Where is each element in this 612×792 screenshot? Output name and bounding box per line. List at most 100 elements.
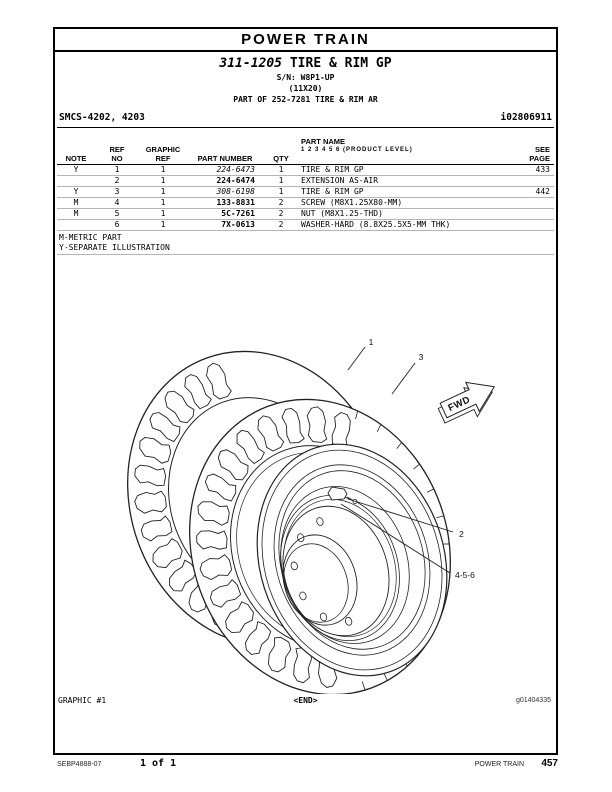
tread-lug (134, 462, 166, 488)
tread-edge-tick (377, 424, 381, 431)
callout-3: 3 (419, 352, 424, 362)
cell-ref-no: 5 (114, 209, 120, 218)
col-note: NOTE (65, 153, 87, 163)
rim-barrel-ring (261, 470, 429, 661)
bolt-hole (319, 612, 327, 622)
callout-1: 1 (369, 337, 374, 347)
tread-lug (208, 579, 243, 610)
cell-qty: 2 (278, 209, 284, 218)
cell-part-number: 5C-7261 (221, 209, 255, 218)
cell-qty: 1 (278, 187, 284, 196)
tread-lug (264, 634, 294, 675)
leader-3 (391, 362, 416, 395)
parts-table: NOTE REF NO GRAPHIC REF PART NUMBER QTY … (57, 127, 554, 231)
cell-note: M (73, 209, 79, 218)
air-extension-detail (327, 486, 358, 504)
tire-size: (11X20) (288, 84, 323, 93)
note-separate-illustration: Y-SEPARATE ILLUSTRATION (59, 242, 170, 252)
hub-dish (267, 492, 406, 649)
tread-lug (198, 554, 233, 581)
tire-rim-illustration: 1 3 2 4-5-6 FWD (55, 337, 496, 694)
tread-lug (161, 386, 197, 427)
smcs-row: SMCS-4202, 4203 i02806911 (55, 112, 556, 123)
tread-edge-tick (427, 489, 434, 492)
section-title: POWER TRAIN (241, 31, 370, 48)
tread-lug (214, 444, 250, 484)
cell-graphic-ref: 1 (160, 187, 166, 196)
part-name-label: PART NAME (301, 136, 346, 146)
col-qty: QTY (273, 153, 289, 163)
tread-lug (165, 558, 199, 595)
doc-id: i02806911 (500, 112, 552, 123)
cell-graphic-ref: 1 (160, 165, 166, 174)
cell-qty: 2 (278, 198, 284, 207)
col-graphic-ref: GRAPHIC REF (145, 145, 181, 163)
hub-bore (274, 535, 358, 630)
smcs-code: SMCS-4202, 4203 (59, 112, 145, 123)
cell-ref-no: 2 (114, 176, 120, 185)
footer-page-count: 1 of 1 (140, 758, 177, 769)
tread-lug (203, 470, 238, 504)
cell-graphic-ref: 1 (160, 209, 166, 218)
cell-see-page: 433 (535, 165, 550, 174)
cell-note: Y (73, 165, 79, 174)
leader-2 (347, 498, 454, 533)
cell-part-name: EXTENSION AS-AIR (301, 176, 379, 185)
tread-lug (233, 426, 266, 466)
title-block: 311-1205 TIRE & RIM GP S/N: W8P1-UP (11X… (55, 56, 556, 105)
leader-1 (347, 346, 366, 371)
tread-lug (307, 406, 327, 443)
cell-part-number: 224-6474 (216, 176, 255, 185)
cell-part-name: WASHER-HARD (8.8X25.5X5-MM THK) (301, 220, 451, 229)
col-ref-no: REF NO (109, 145, 125, 163)
tread-lug (196, 529, 227, 551)
cell-see-page: 442 (535, 187, 550, 196)
group-name: TIRE & RIM GP (289, 56, 392, 71)
cell-graphic-ref: 1 (160, 198, 166, 207)
tread-lug (221, 600, 257, 638)
bolt-hole (290, 561, 298, 571)
col-see-page: SEE PAGE (529, 145, 550, 163)
note-metric: M-METRIC PART (59, 233, 122, 242)
footer-section: POWER TRAIN (474, 761, 524, 768)
cell-part-name: TIRE & RIM GP (301, 187, 364, 196)
rim-ring (256, 452, 447, 669)
cell-see-page (509, 198, 554, 209)
cell-see-page (509, 176, 554, 187)
cell-graphic-ref: 1 (160, 176, 166, 185)
leader-4-5-6 (340, 503, 451, 574)
tread-lug (137, 432, 173, 466)
cell-part-number: 7X-0613 (221, 220, 255, 229)
tread-lug (241, 620, 273, 659)
cell-ref-no: 1 (114, 165, 120, 174)
bolt-hole (344, 617, 352, 627)
tread-lug (147, 408, 182, 444)
cell-part-name: SCREW (M8X1.25X80-MM) (301, 198, 403, 207)
table-header-row: NOTE REF NO GRAPHIC REF PART NUMBER QTY … (57, 128, 554, 165)
fwd-arrow: FWD (437, 381, 496, 424)
graphic-footer: GRAPHIC #1 <END> g01404335 (55, 696, 556, 708)
cell-note (57, 176, 95, 187)
cell-part-number: 308-6198 (216, 187, 255, 196)
rim-ring (234, 426, 469, 693)
serial-range: S/N: W8P1-UP (276, 73, 335, 82)
cell-qty: 1 (278, 165, 284, 174)
tread-lug (254, 412, 285, 453)
footer-page-number: 457 (541, 758, 558, 769)
tread-lug (281, 407, 305, 444)
cell-note: Y (73, 187, 79, 196)
tread-edge-tick (414, 464, 420, 469)
tread-lug (148, 537, 185, 572)
cell-part-name: TIRE & RIM GP (301, 165, 364, 174)
callout-2: 2 (459, 529, 464, 539)
footer-doc-code: SEBP4888-07 (57, 761, 102, 768)
page-footer: SEBP4888-07 1 of 1 POWER TRAIN 457 (53, 758, 558, 772)
rim-ring (250, 444, 454, 675)
tread-edge-tick (362, 681, 365, 690)
graphic-area: 1 3 2 4-5-6 FWD GRAPHIC #1 <END> g014043… (55, 256, 556, 726)
